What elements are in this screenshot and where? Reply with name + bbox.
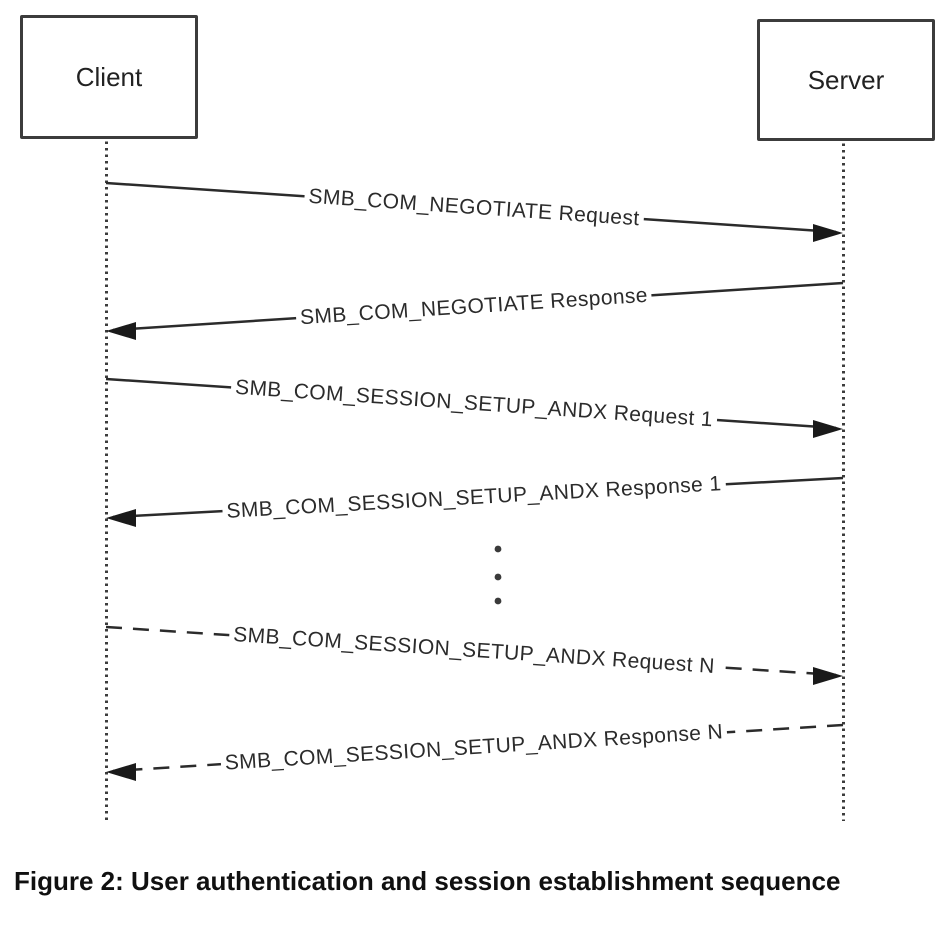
figure-caption: Figure 2: User authentication and sessio… bbox=[14, 866, 841, 896]
arrowhead-right-1 bbox=[813, 224, 843, 242]
arrowhead-left-6 bbox=[106, 763, 136, 781]
arrowhead-right-3 bbox=[813, 420, 843, 438]
arrowhead-left-2 bbox=[106, 322, 136, 340]
arrowhead-left-4 bbox=[106, 509, 136, 527]
arrowhead-right-5 bbox=[813, 667, 843, 685]
actor-box-client: Client bbox=[20, 15, 198, 139]
actor-label-server: Server bbox=[807, 64, 885, 95]
continuation-ellipsis bbox=[494, 545, 502, 605]
actor-label-client: Client bbox=[75, 61, 143, 92]
actor-box-server: Server bbox=[757, 19, 935, 141]
